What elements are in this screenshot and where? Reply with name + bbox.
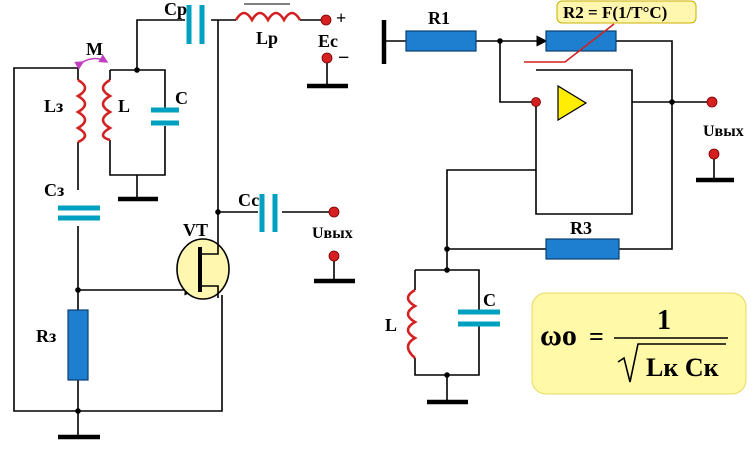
capacitor-cc: [259, 194, 278, 232]
resistor-rz: [67, 309, 89, 381]
formula-box: ωо = 1 Lк Cк: [531, 292, 747, 395]
coil-lp: [234, 11, 302, 23]
terminal-ec-plus: [320, 14, 332, 26]
left-junctions: [75, 67, 221, 414]
right-wires: [381, 20, 715, 400]
label-l-right: L: [385, 315, 397, 335]
formula-denominator: Lк Cк: [646, 353, 719, 382]
resistor-r1: [405, 30, 477, 52]
label-vt: VT: [183, 220, 208, 240]
left-wires: [13, 19, 335, 436]
capacitor-cp: [186, 5, 205, 44]
capacitor-c-right: [458, 309, 500, 327]
label-uout-left: Uвых: [312, 225, 353, 242]
thermistor-slash: [524, 23, 615, 63]
label-plus: +: [336, 8, 346, 28]
resistor-r3: [545, 238, 620, 260]
terminal-uout-right-gnd: [708, 148, 720, 160]
terminal-uout-left-gnd: [328, 250, 340, 262]
label-m: M: [86, 39, 103, 59]
label-r1: R1: [428, 8, 450, 28]
formula-sqrt-sign: [617, 343, 726, 383]
label-lz: Lз: [44, 96, 63, 116]
formula-lhs: ωо: [540, 319, 577, 352]
terminal-uout-right: [706, 96, 718, 108]
coil-l-right: [406, 288, 418, 359]
coil-l: [101, 78, 113, 142]
label-cc: Сс: [238, 190, 259, 210]
formula-numerator: 1: [657, 305, 671, 336]
terminal-ec-minus: [321, 52, 333, 64]
label-l: L: [118, 96, 130, 116]
label-c: C: [175, 88, 188, 108]
label-c-right: C: [483, 290, 496, 310]
mutual-arrow: [74, 54, 109, 70]
right-junctions: [444, 38, 675, 378]
transistor-vt: [176, 238, 230, 300]
label-r2: R2 = F(1/T°C): [563, 3, 667, 22]
coil-lz: [75, 78, 87, 144]
capacitor-cz: [58, 205, 100, 221]
formula-equals: =: [589, 322, 604, 351]
label-lp: Lр: [256, 28, 278, 48]
label-cp: Cр: [164, 0, 187, 19]
label-rz: Rз: [36, 326, 56, 346]
resistor-r2: [545, 30, 617, 52]
label-cz: Cз: [44, 180, 64, 200]
r2-label-box: [556, 0, 697, 24]
label-minus: −: [338, 47, 349, 69]
opamp: [531, 84, 588, 122]
label-ec: Ес: [318, 31, 338, 51]
label-r3: R3: [570, 218, 592, 238]
terminal-uout-left: [328, 206, 340, 218]
label-uout-right: Uвых: [703, 123, 744, 140]
capacitor-c-tank: [151, 107, 179, 126]
